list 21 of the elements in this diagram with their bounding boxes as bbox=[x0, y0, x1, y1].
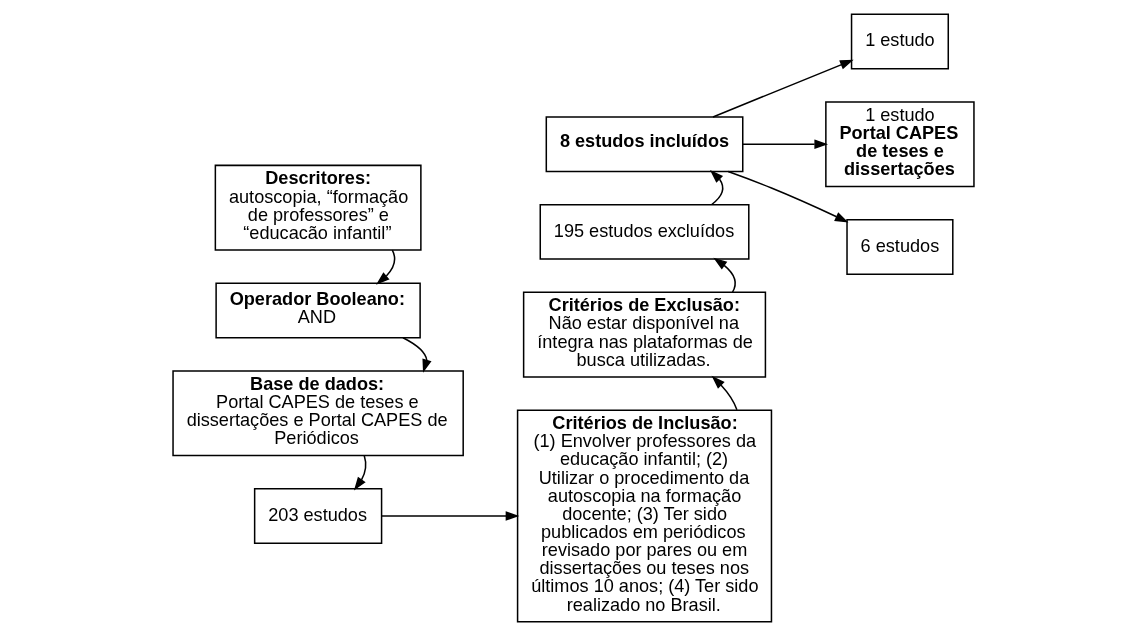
arrow bbox=[713, 257, 736, 293]
arrow bbox=[742, 139, 828, 149]
node-box: 203 estudos bbox=[253, 488, 383, 544]
node-box: 1 estudo bbox=[850, 13, 950, 70]
node-box: 1 estudo Portal CAPES de teses e dissertações bbox=[825, 101, 975, 188]
node-box: 195 estudos excluídos bbox=[539, 203, 750, 260]
arrow bbox=[709, 169, 724, 206]
node-box: Base de dados: Portal CAPES de teses e dissertações e Portal CAPES de Periódicos bbox=[172, 370, 464, 457]
arrow bbox=[727, 170, 849, 223]
arrow bbox=[402, 336, 432, 373]
node-box: Critérios de Exclusão: Não estar disponível na íntegra nas plataformas de busca utilizadas. bbox=[522, 291, 767, 378]
arrow bbox=[711, 375, 738, 411]
arrow bbox=[353, 454, 367, 491]
node-box: 8 estudos incluídos bbox=[545, 116, 744, 173]
node-box: Critérios de Inclusão: (1) Envolver professores da educação infantil; (2) Utilizar o procedimento da autoscopia na formação docente; (3) Ter sido publicados em periódicos revisado por pares ou em dissertações ou teses nos últimos 10 anos; (4) Ter sido realizado no Brasil. bbox=[516, 409, 773, 623]
node-box: 6 estudos bbox=[846, 219, 954, 275]
arrow bbox=[376, 249, 396, 285]
node-box: Descritores: autoscopia, “formação de professores” e “educacão infantil” bbox=[214, 164, 422, 251]
arrow bbox=[712, 59, 854, 118]
node-box: Operador Booleano: AND bbox=[215, 282, 421, 339]
arrow bbox=[380, 511, 520, 521]
